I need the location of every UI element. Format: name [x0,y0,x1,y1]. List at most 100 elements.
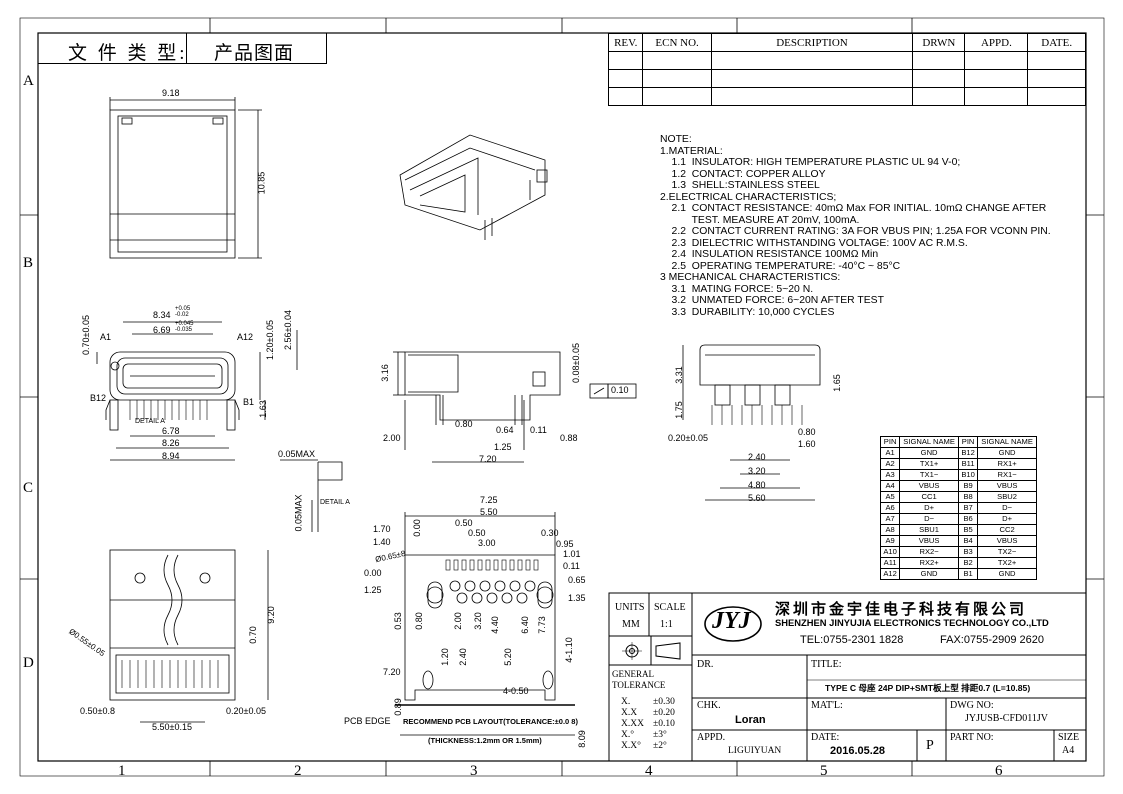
tolerance-row: X.XX±0.10 [621,719,675,729]
dim-pcb-125: 1.25 [364,585,382,595]
note-line: 3 MECHANICAL CHARACTERISTICS: [660,272,841,283]
tolerance-list: X.±0.30 X.X±0.20 X.XX±0.10 X.°±3° X.X°±2… [621,697,675,752]
matl-label: MAT'L: [811,700,843,711]
label-a12: A12 [237,332,254,342]
col-marker-2: 2 [294,763,302,779]
tolerance-row: X.°±3° [621,730,667,740]
note-line: 2.1 CONTACT RESISTANCE: 40mΩ Max FOR INI… [660,203,1047,214]
bottom-view [109,549,269,723]
dim-pcb-000b: 0.00 [364,568,382,578]
dim-bottom-050: 0.50±0.8 [80,706,115,716]
note-line: 3.2 UNMATED FORCE: 6~20N AFTER TEST [660,295,884,306]
row-marker-b: B [23,255,34,271]
row-marker-c: C [23,480,34,496]
col-marker-1: 1 [118,763,126,779]
side-view [393,351,637,463]
appd-label: APPD. [697,732,726,743]
dim-end-160: 1.60 [798,439,816,449]
doc-type-value: 产品图面 [214,43,295,64]
title-value: TYPE C 母座 24P DIP+SMT板上型 排距0.7 (L=10.85) [825,683,1031,693]
units-value: MM [622,619,640,630]
label-detail-a-ref: DETAIL A [135,418,165,425]
note-line: 1.2 CONTACT: COPPER ALLOY [660,168,826,180]
projection-letter: P [926,738,934,753]
label-b12: B12 [90,393,107,403]
dim-side-125: 1.25 [494,442,512,452]
col-marker-4: 4 [645,763,653,779]
part-no-label: PART NO: [950,732,994,743]
note-line: 3.1 MATING FORCE: 5~20 N. [660,283,814,295]
dim-front-826: 8.26 [162,438,180,448]
dim-pcb-300: 3.00 [478,538,496,548]
dim-pcb-170: 1.70 [373,524,391,534]
dim-pcb-140: 1.40 [373,537,391,547]
dim-side-720: 7.20 [479,454,497,464]
dim-pcb-050a: 0.50 [455,518,473,528]
col-marker-6: 6 [995,763,1003,779]
chk-value: Loran [735,714,766,726]
company-fax: FAX:0755-2909 2620 [940,634,1044,646]
dim-bottom-020: 0.20±0.05 [226,706,266,716]
front-view [96,321,298,461]
note-line: 2.5 OPERATING TEMPERATURE: -40°C ~ 85°C [660,260,901,272]
end-view [682,344,821,501]
pcb-layout-label: RECOMMEND PCB LAYOUT(TOLERANCE:±0.0 8) [403,717,578,726]
size-label: SIZE [1058,732,1080,743]
logo: JYJ [712,608,751,634]
dim-end-480: 4.80 [748,480,766,490]
dim-end-560: 5.60 [748,493,766,503]
dim-side-064: 0.64 [496,425,514,435]
dim-end-240: 2.40 [748,452,766,462]
dim-bottom-550: 5.50±0.15 [152,722,192,732]
dim-pcb-720: 7.20 [383,667,401,677]
chk-label: CHK. [697,700,721,711]
general-tolerance-label: GENERAL TOLERANCE [612,669,666,690]
size-value: A4 [1062,745,1075,756]
thickness-label: (THICKNESS:1.2mm OR 1.5mm) [428,736,542,745]
row-marker-d: D [23,655,34,671]
dim-pcb-4-050: 4-0.50 [503,686,529,696]
dim-front-678: 6.78 [162,426,180,436]
note-line: 2.4 INSULATION RESISTANCE 100MΩ Min [660,249,879,260]
dim-side-088: 0.88 [560,433,578,443]
note-line: 1.MATERIAL: [660,145,723,157]
note-line: NOTE: [660,134,692,145]
dim-pcb-030: 0.30 [541,528,559,538]
dim-front-834: 8.34 [153,310,171,320]
pcb-layout-view [395,512,575,736]
title-label: TITLE: [811,659,842,670]
note-line: 1.3 SHELL:STAINLESS STEEL [660,180,820,191]
ecn-header: ECN NO. [642,33,712,52]
dim-front-834-tol: +0.05-0.02 [175,306,191,318]
company-name-cn: 深圳市金宇佳电子科技有限公司 [775,601,1028,618]
dim-front-894: 8.94 [162,451,180,461]
dwg-value: JYJUSB-CFD011JV [965,713,1048,724]
detail-a-view [280,459,343,532]
dim-pcb-550: 5.50 [480,507,498,517]
note-line: 2.3 DIELECTRIC WITHSTANDING VOLTAGE: 100… [660,237,968,249]
dim-side-011: 0.11 [530,425,547,435]
dim-detail-h: 0.05MAX [278,449,316,459]
company-name-en: SHENZHEN JINYUJIA ELECTRONICS TECHNOLOGY… [775,617,1049,628]
col-marker-3: 3 [470,763,478,779]
dim-pcb-011: 0.11 [563,561,580,571]
dim-pcb-135: 1.35 [568,593,586,603]
units-label: UNITS [615,602,645,613]
pcb-edge-label: PCB EDGE [344,716,391,726]
rev-header: REV. [607,33,644,52]
note-line: 1.1 INSULATOR: HIGH TEMPERATURE PLASTIC … [660,157,961,168]
dim-front-669-tol: +0.045-0.035 [175,321,194,333]
dim-pcb-065: 0.65 [568,575,586,585]
col-marker-5: 5 [820,763,828,779]
dim-end-020: 0.20±0.05 [668,433,708,443]
date-value: 2016.05.28 [830,745,886,757]
date-label: DATE: [811,732,840,743]
dim-pcb-101: 1.01 [563,549,581,559]
